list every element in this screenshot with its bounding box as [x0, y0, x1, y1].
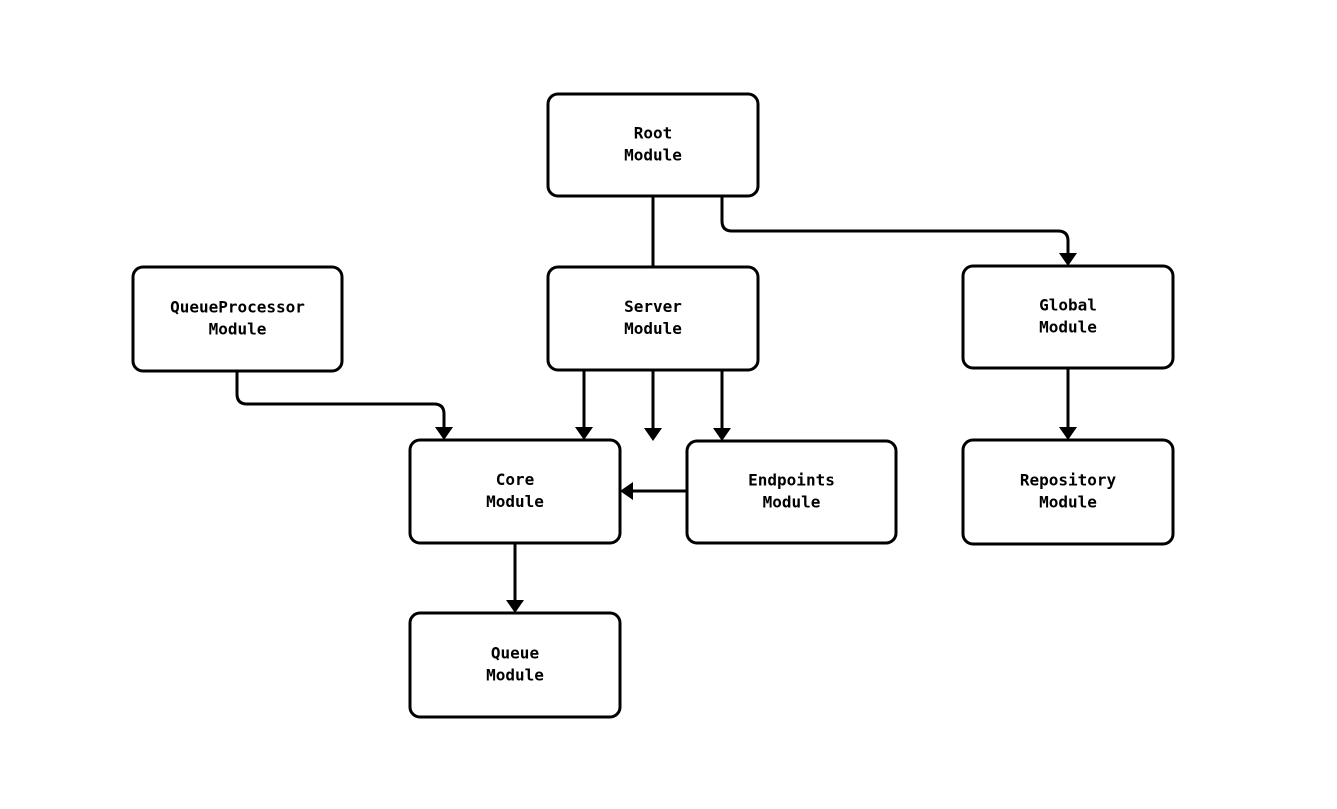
edge-endpoints-to-core [620, 482, 687, 500]
repository-module-node-label-line2: Module [1039, 493, 1097, 512]
queueprocessor-module-node-label-line1: QueueProcessor [170, 298, 305, 317]
edge-server-to-endpoints-arrowhead [713, 428, 731, 441]
endpoints-module-node-label-line2: Module [763, 493, 821, 512]
root-module-node-box[interactable] [546, 92, 760, 198]
repository-module-node-label-line1: Repository [1020, 471, 1117, 490]
endpoints-module-node-label-line1: Endpoints [748, 471, 835, 490]
edge-root-to-global-line [720, 196, 1070, 255]
queue-module-node-box[interactable] [408, 611, 622, 719]
node-layer: RootModuleQueueProcessorModuleServerModu… [131, 92, 1175, 719]
edge-core-to-queue [506, 543, 524, 613]
queueprocessor-module-node-box[interactable] [131, 265, 344, 373]
edge-queueprocessor-to-core-line [235, 371, 446, 429]
edge-server-to-core [575, 370, 593, 440]
queue-module-node-label-line2: Module [486, 666, 544, 685]
edge-endpoints-to-core-arrowhead [620, 482, 633, 500]
edge-root-to-global [720, 196, 1077, 266]
edge-layer [235, 196, 1077, 613]
edge-root-to-server-arrowhead [644, 428, 662, 441]
edge-queueprocessor-to-core [235, 371, 453, 440]
queue-module-node-label-line1: Queue [491, 644, 539, 663]
global-module-node-label-line1: Global [1039, 296, 1097, 315]
edge-core-to-queue-arrowhead [506, 600, 524, 613]
edge-server-to-core-arrowhead [575, 427, 593, 440]
core-module-node-box[interactable] [408, 438, 622, 545]
endpoints-module-node-box[interactable] [685, 439, 898, 545]
edge-global-to-repository-arrowhead [1059, 427, 1077, 440]
repository-module-node-box[interactable] [961, 438, 1175, 546]
core-module-node-label-line2: Module [486, 492, 544, 511]
server-module-node-box[interactable] [546, 265, 760, 372]
global-module-node-box[interactable] [961, 264, 1175, 370]
server-module-node-label-line2: Module [624, 319, 682, 338]
edge-global-to-repository [1059, 368, 1077, 440]
core-module-node-label-line1: Core [496, 470, 535, 489]
root-module-node-label-line2: Module [624, 146, 682, 165]
edge-queueprocessor-to-core-arrowhead [435, 427, 453, 440]
server-module-node-label-line1: Server [624, 297, 682, 316]
global-module-node-label-line2: Module [1039, 318, 1097, 337]
edge-server-to-endpoints [713, 370, 731, 441]
root-module-node-label-line1: Root [634, 124, 673, 143]
queueprocessor-module-node-label-line2: Module [209, 320, 267, 339]
edge-root-to-global-arrowhead [1059, 253, 1077, 266]
